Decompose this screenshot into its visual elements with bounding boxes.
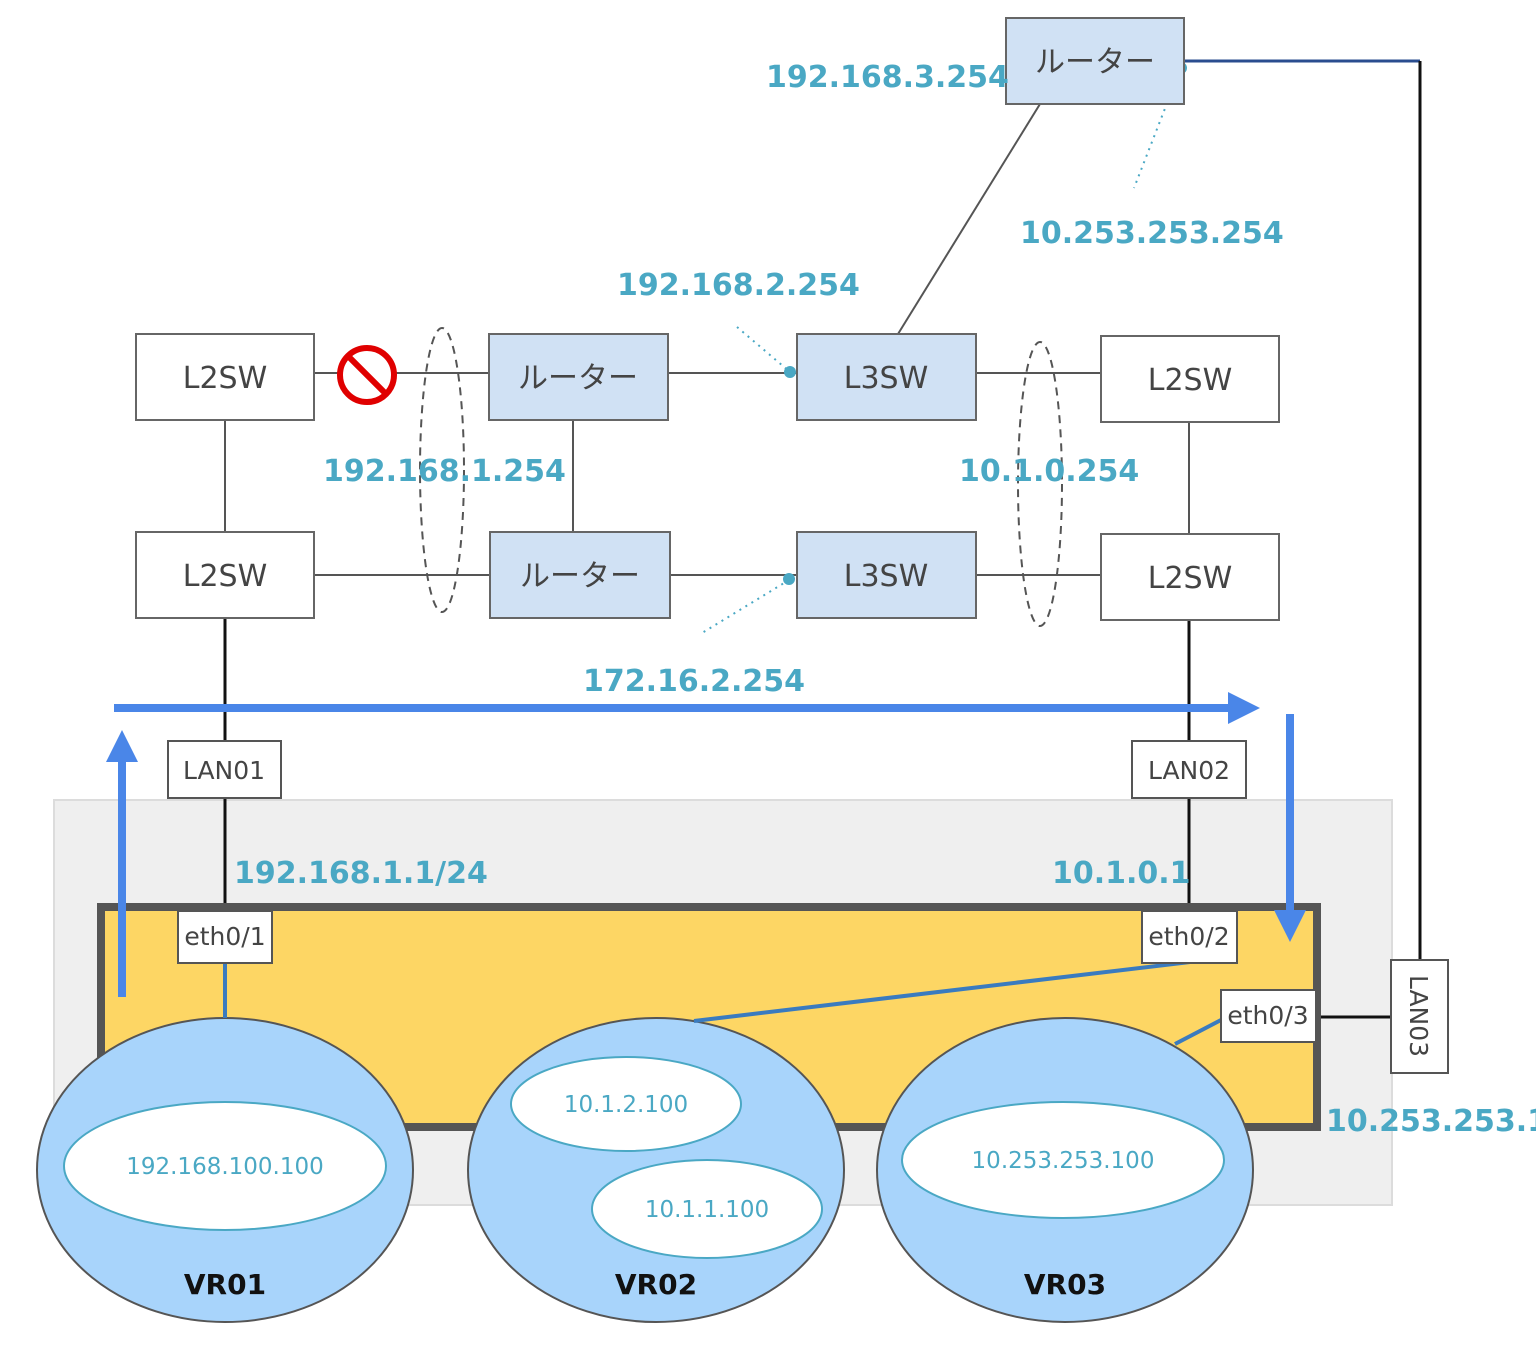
row2-router: ルーター xyxy=(489,531,671,619)
blocked-icon xyxy=(337,345,397,405)
vr03: 10.253.253.100 VR03 xyxy=(876,1017,1254,1323)
row1-l3sw-label: L3SW xyxy=(844,361,929,396)
row1-router-label: ルーター xyxy=(518,361,638,396)
internal-links xyxy=(223,960,1222,1046)
segment-ip-left: 192.168.1.254 xyxy=(323,454,566,489)
row2-router-label: ルーター xyxy=(520,559,640,594)
top-router-label: ルーター xyxy=(1035,45,1155,80)
segment-ellipse-left xyxy=(419,327,465,613)
eth03-port: eth0/3 xyxy=(1220,989,1317,1043)
callout-r2-l3sw xyxy=(701,579,790,634)
top-router: ルーター xyxy=(1005,17,1185,105)
lan01-label: LAN01 xyxy=(183,756,265,785)
top-router-uplink-ip: 10.253.253.254 xyxy=(1020,216,1284,251)
row1-l3sw-ip: 192.168.2.254 xyxy=(617,268,860,303)
vr01: 192.168.100.100 VR01 xyxy=(36,1017,414,1323)
row1-router: ルーター xyxy=(488,333,669,421)
vr03-ip-1: 10.253.253.100 xyxy=(972,1148,1155,1174)
lan02-port: LAN02 xyxy=(1131,740,1247,799)
row1-l2sw-right-label: L2SW xyxy=(1148,363,1233,398)
eth01-ip: 192.168.1.1/24 xyxy=(234,856,488,891)
vr02-ip-1: 10.1.2.100 xyxy=(564,1092,688,1118)
eth01-port: eth0/1 xyxy=(177,910,273,964)
link-router-top-l3sw xyxy=(897,103,1041,335)
vr02-ip-2: 10.1.1.100 xyxy=(645,1197,769,1223)
row2-l2sw-left: L2SW xyxy=(135,531,315,619)
lan01-port: LAN01 xyxy=(167,740,282,799)
segment-ip-right: 10.1.0.254 xyxy=(959,454,1139,489)
vr02-name: VR02 xyxy=(615,1268,697,1301)
row1-l3sw: L3SW xyxy=(796,333,977,421)
row2-l2sw-left-label: L2SW xyxy=(183,559,268,594)
row2-l3sw-label: L3SW xyxy=(844,559,929,594)
port-dot-r1-l3sw xyxy=(784,366,796,378)
row2-l3sw: L3SW xyxy=(796,531,977,619)
eth03-label: eth0/3 xyxy=(1227,1001,1308,1030)
callout-r1-l3sw xyxy=(736,326,791,373)
segment-ellipse-right xyxy=(1017,341,1063,627)
row2-l2sw-right-label: L2SW xyxy=(1148,561,1233,596)
row1-l2sw-left-label: L2SW xyxy=(183,361,268,396)
eth02-ip: 10.1.0.1 xyxy=(1052,856,1191,891)
eth02-label: eth0/2 xyxy=(1148,922,1229,951)
top-router-ip: 192.168.3.254 xyxy=(766,60,1009,95)
row2-l3sw-ip: 172.16.2.254 xyxy=(583,664,805,699)
traffic-path-arrows xyxy=(106,692,1306,997)
lan03-label: LAN03 xyxy=(1404,975,1433,1057)
eth01-label: eth0/1 xyxy=(184,922,265,951)
link-eth02-vr02 xyxy=(693,960,1191,1023)
connection-lines xyxy=(223,59,1422,1019)
row1-l2sw-right: L2SW xyxy=(1100,335,1280,423)
vr01-ip-1: 192.168.100.100 xyxy=(126,1154,324,1180)
vr01-name: VR01 xyxy=(184,1268,266,1301)
row1-l2sw-left: L2SW xyxy=(135,333,315,421)
lan02-label: LAN02 xyxy=(1148,756,1230,785)
lan03-port: LAN03 xyxy=(1390,959,1449,1074)
vr03-name: VR03 xyxy=(1024,1268,1106,1301)
eth02-port: eth0/2 xyxy=(1141,910,1238,964)
link-eth03-vr03 xyxy=(1174,1018,1222,1046)
port-dot-r2-l3sw xyxy=(783,573,795,585)
vr02: 10.1.2.100 10.1.1.100 VR02 xyxy=(467,1017,845,1323)
eth03-ip: 10.253.253.1 xyxy=(1326,1104,1536,1139)
row2-l2sw-right: L2SW xyxy=(1100,533,1280,621)
